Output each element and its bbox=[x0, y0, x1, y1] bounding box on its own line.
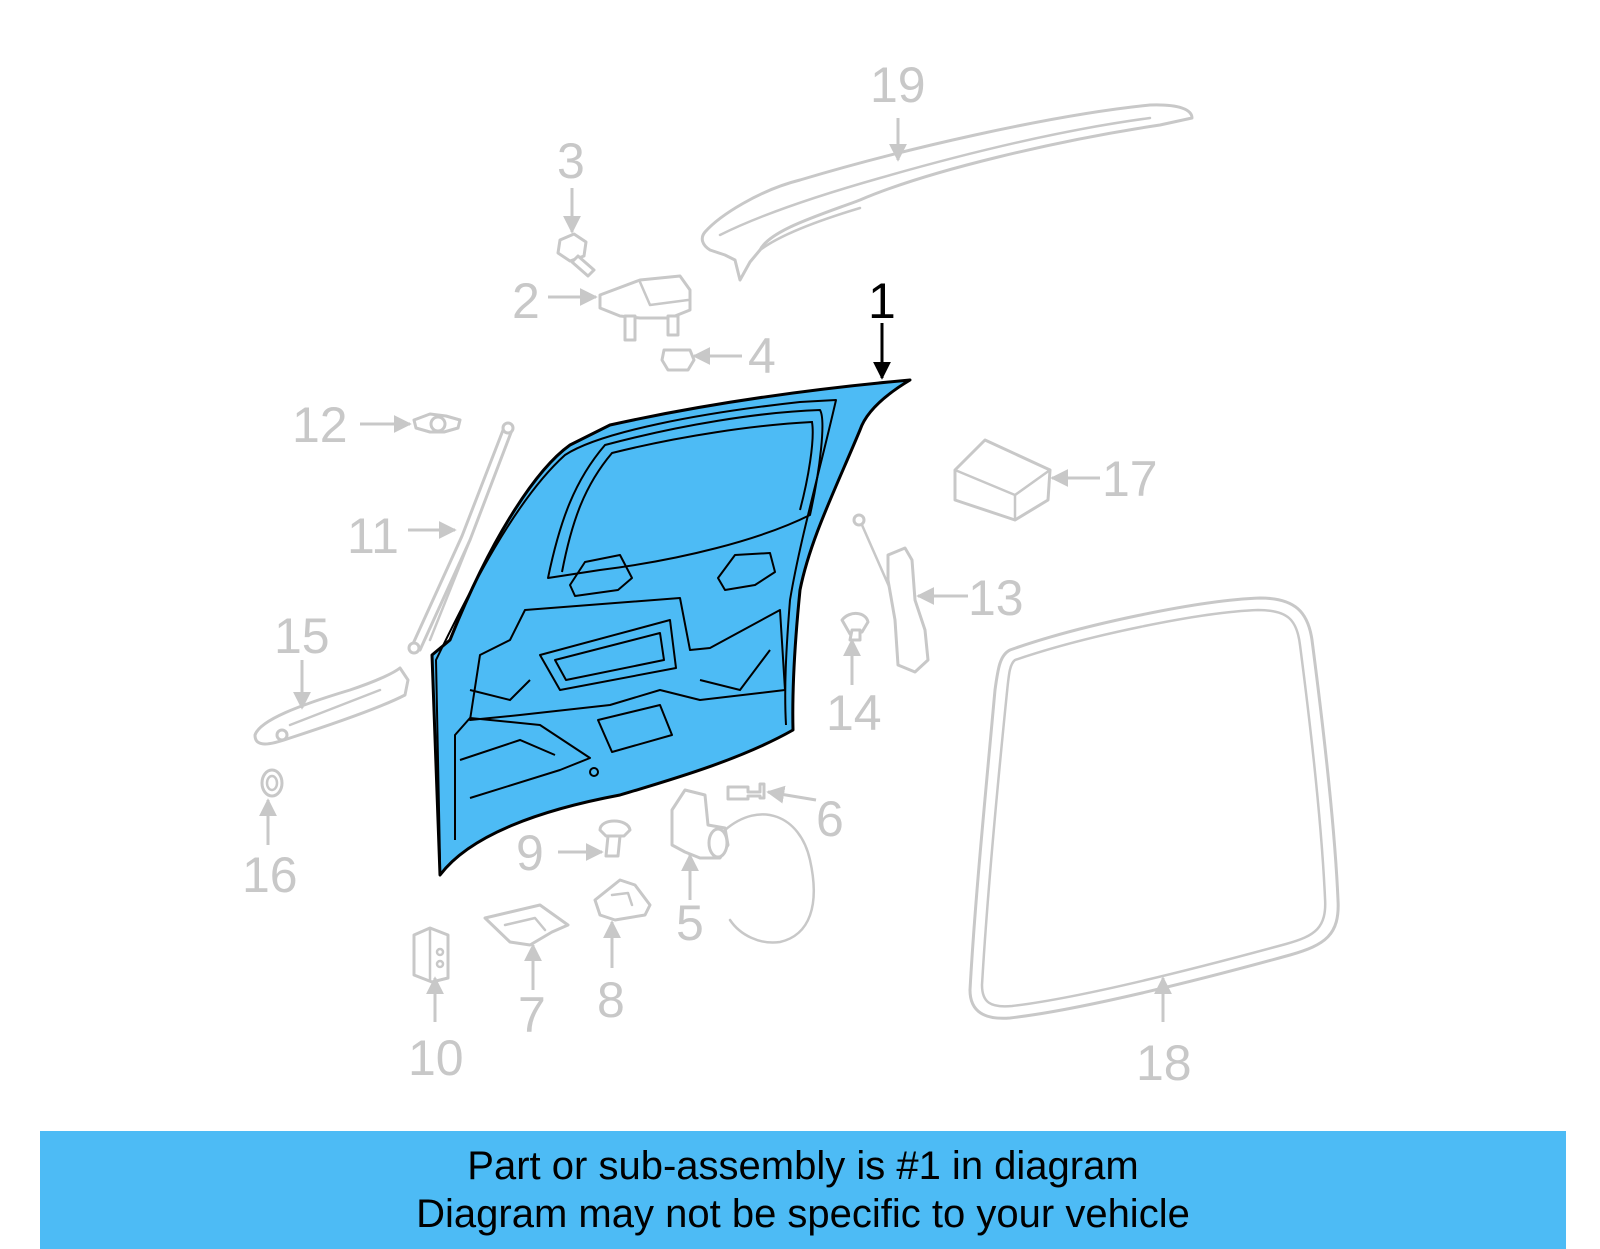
part-17-module[interactable] bbox=[953, 438, 1052, 522]
part-8-striker[interactable] bbox=[593, 878, 652, 922]
callout-11: 11 bbox=[347, 508, 399, 564]
part-4-clip[interactable] bbox=[660, 348, 696, 372]
callout-16: 16 bbox=[242, 847, 298, 903]
part-9-push-pin[interactable] bbox=[598, 819, 632, 858]
callout-19: 19 bbox=[870, 57, 926, 113]
part-16-grommet[interactable] bbox=[260, 768, 284, 798]
callout-4: 4 bbox=[748, 328, 776, 384]
callout-5: 5 bbox=[676, 895, 704, 951]
callout-3: 3 bbox=[557, 133, 585, 189]
part-3-bolt[interactable] bbox=[556, 232, 596, 278]
callout-17: 17 bbox=[1102, 451, 1158, 507]
part-10-switch[interactable] bbox=[412, 926, 450, 984]
part-11-strut[interactable] bbox=[407, 421, 515, 655]
part-15-handle[interactable] bbox=[253, 666, 410, 746]
callout-1: 1 bbox=[868, 273, 896, 329]
callout-8: 8 bbox=[597, 972, 625, 1028]
callout-18: 18 bbox=[1136, 1035, 1192, 1091]
callout-13: 13 bbox=[968, 570, 1024, 626]
banner-line-part-number: Part or sub-assembly is #1 in diagram bbox=[467, 1144, 1139, 1188]
part-6-screw[interactable] bbox=[726, 782, 766, 801]
leader-arrows bbox=[259, 118, 1172, 1022]
callout-7: 7 bbox=[518, 987, 546, 1043]
callout-2: 2 bbox=[512, 273, 540, 329]
callout-labels: 19 3 2 4 1 12 11 17 13 14 15 16 6 9 5 8 … bbox=[242, 57, 1192, 1091]
callout-9: 9 bbox=[516, 825, 544, 881]
parts-diagram: 19 3 2 4 1 12 11 17 13 14 15 16 6 9 5 8 … bbox=[242, 57, 1340, 1091]
part-2-hinge[interactable] bbox=[598, 274, 692, 342]
part-7-bracket[interactable] bbox=[483, 903, 570, 947]
callout-14: 14 bbox=[826, 685, 882, 741]
part-5-actuator[interactable] bbox=[670, 788, 815, 944]
info-banner: Part or sub-assembly is #1 in diagram Di… bbox=[40, 1131, 1566, 1249]
part-12-ball-stud[interactable] bbox=[412, 412, 462, 434]
callout-10: 10 bbox=[408, 1030, 464, 1086]
part-19-rail[interactable] bbox=[700, 103, 1194, 282]
part-1-liftgate[interactable] bbox=[430, 378, 912, 877]
part-14-pin[interactable] bbox=[840, 612, 870, 642]
callout-6: 6 bbox=[816, 791, 844, 847]
callout-12: 12 bbox=[292, 397, 348, 453]
callout-15: 15 bbox=[274, 608, 330, 664]
banner-line-disclaimer: Diagram may not be specific to your vehi… bbox=[416, 1192, 1190, 1236]
part-18-weatherstrip[interactable] bbox=[968, 596, 1340, 1020]
part-13-latch[interactable] bbox=[852, 513, 930, 674]
